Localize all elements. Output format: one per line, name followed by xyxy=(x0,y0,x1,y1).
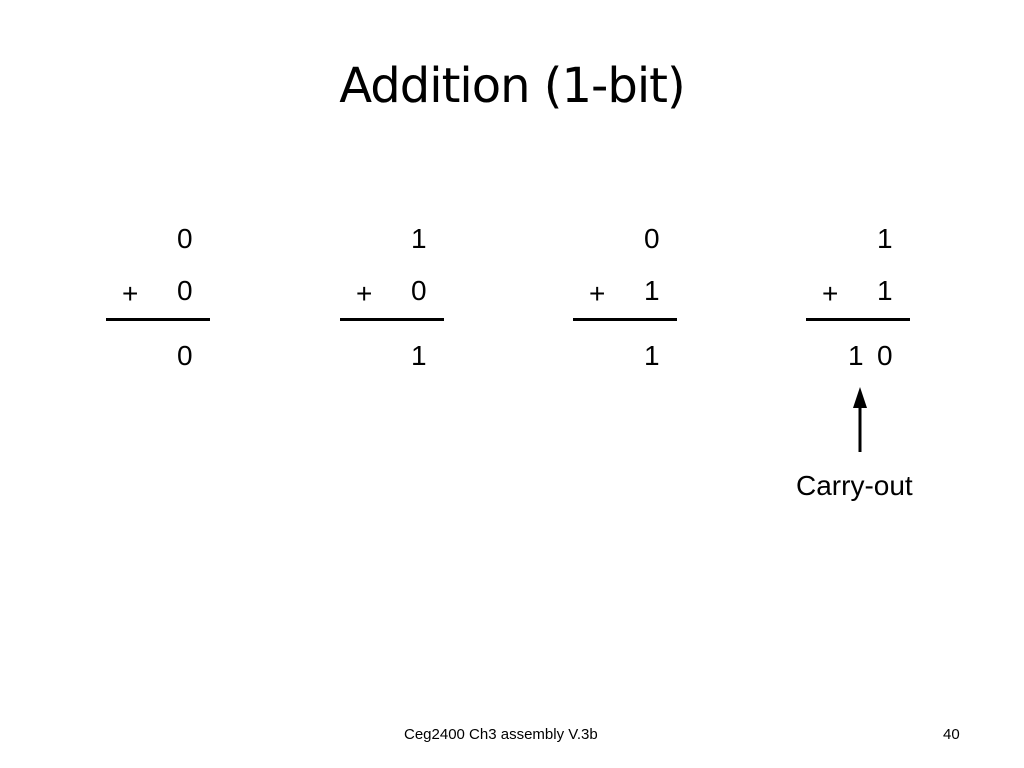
sum-result: 1 xyxy=(644,340,660,371)
operand-bottom: 1 xyxy=(877,275,893,306)
operand-bottom: 1 xyxy=(644,275,660,306)
operand-top: 1 xyxy=(411,223,427,254)
addition-problem-1: 0 + 0 0 xyxy=(100,0,220,400)
plus-sign: + xyxy=(589,278,606,309)
operand-bottom: 0 xyxy=(411,275,427,306)
plus-sign: + xyxy=(122,278,139,309)
plus-sign: + xyxy=(822,278,839,309)
addition-problem-4: 1 + 1 1 0 xyxy=(800,0,920,400)
sum-rule xyxy=(573,318,677,321)
arrow-up-icon xyxy=(853,387,867,452)
sum-rule xyxy=(340,318,444,321)
sum-result: 1 xyxy=(411,340,427,371)
slide-number: 40 xyxy=(943,726,960,743)
operand-top: 0 xyxy=(644,223,660,254)
addition-problem-3: 0 + 1 1 xyxy=(567,0,687,400)
sum-rule xyxy=(806,318,910,321)
operand-top: 1 xyxy=(877,223,893,254)
operand-bottom: 0 xyxy=(177,275,193,306)
sum-rule xyxy=(106,318,210,321)
plus-sign: + xyxy=(356,278,373,309)
slide-title: Addition (1-bit) xyxy=(339,58,685,114)
arrow-head xyxy=(853,387,867,408)
carry-out-label: Carry-out xyxy=(796,470,913,501)
sum-result: 0 xyxy=(877,340,893,371)
carry-digit: 1 xyxy=(848,340,864,371)
sum-result: 0 xyxy=(177,340,193,371)
addition-problem-2: 1 + 0 1 xyxy=(334,0,454,400)
footer-caption: Ceg2400 Ch3 assembly V.3b xyxy=(404,726,598,743)
operand-top: 0 xyxy=(177,223,193,254)
